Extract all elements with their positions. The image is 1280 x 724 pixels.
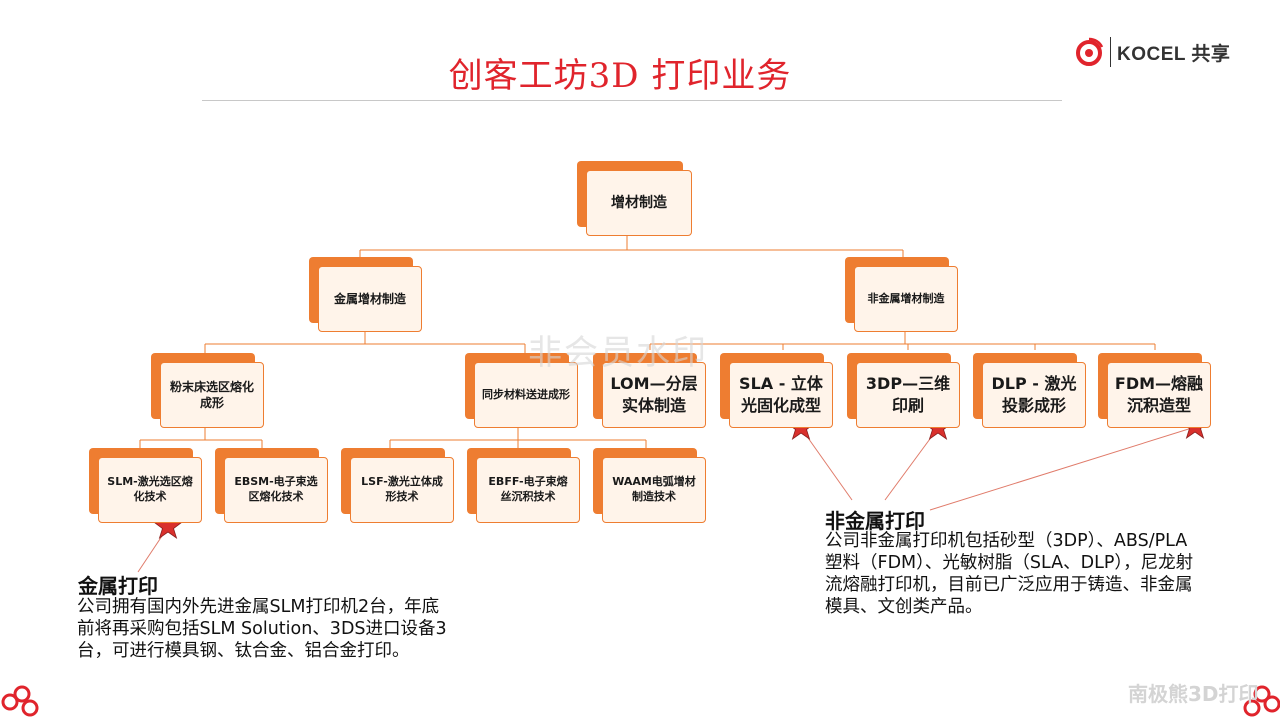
node-sla-label: SLA - 立体光固化成型 xyxy=(729,362,833,428)
node-dlp-label: DLP - 激光投影成形 xyxy=(982,362,1086,428)
node-dlp: DLP - 激光投影成形 xyxy=(973,353,1086,428)
node-fdm: FDM—熔融沉积造型 xyxy=(1098,353,1211,428)
node-sync-feed: 同步材料送进成形 xyxy=(465,353,578,428)
node-lom-label: LOM—分层实体制造 xyxy=(602,362,706,428)
node-sync-feed-label: 同步材料送进成形 xyxy=(474,362,578,428)
node-lsf-label: LSF-激光立体成形技术 xyxy=(350,457,454,523)
kocel-logo: KOCEL 共享 xyxy=(1074,36,1230,68)
node-3dp-label: 3DP—三维印刷 xyxy=(856,362,960,428)
node-powder-bed-label: 粉末床选区熔化成形 xyxy=(160,362,264,428)
node-waam: WAAM电弧增材制造技术 xyxy=(593,448,706,523)
node-ebff: EBFF-电子束熔丝沉积技术 xyxy=(467,448,580,523)
nonmetal-note-body: 公司非金属打印机包括砂型（3DP）、ABS/PLA塑料（FDM）、光敏树脂（SL… xyxy=(825,531,1194,617)
node-metal: 金属增材制造 xyxy=(309,257,422,332)
node-sla: SLA - 立体光固化成型 xyxy=(720,353,833,428)
node-powder-bed: 粉末床选区熔化成形 xyxy=(151,353,264,428)
node-ebsm: EBSM-电子束选区熔化技术 xyxy=(215,448,328,523)
logo-brand-text: KOCEL 共享 xyxy=(1117,43,1231,65)
node-lom: LOM—分层实体制造 xyxy=(593,353,706,428)
watermark-center: 非会员水印 xyxy=(528,333,708,373)
node-root: 增材制造 xyxy=(577,161,692,236)
node-lsf: LSF-激光立体成形技术 xyxy=(341,448,454,523)
node-waam-label: WAAM电弧增材制造技术 xyxy=(602,457,706,523)
logo-separator xyxy=(1110,37,1111,67)
nonmetal-note-title: 非金属打印 xyxy=(825,509,925,533)
node-ebff-label: EBFF-电子束熔丝沉积技术 xyxy=(476,457,580,523)
corner-ornament-right-icon xyxy=(1243,685,1280,717)
node-fdm-label: FDM—熔融沉积造型 xyxy=(1107,362,1211,428)
watermark-corner: 南极熊3D打印 xyxy=(1128,682,1259,706)
kocel-logo-icon xyxy=(1076,37,1104,66)
node-slm-label: SLM-激光选区熔化技术 xyxy=(98,457,202,523)
node-nonmetal-label: 非金属增材制造 xyxy=(854,266,958,332)
metal-note-body: 公司拥有国内外先进金属SLM打印机2台，年底前将再采购包括SLM Solutio… xyxy=(77,597,447,661)
page-title: 创客工坊3D 打印业务 xyxy=(448,56,792,96)
node-slm: SLM-激光选区熔化技术 xyxy=(89,448,202,523)
node-3dp: 3DP—三维印刷 xyxy=(847,353,960,428)
node-metal-label: 金属增材制造 xyxy=(318,266,422,332)
node-nonmetal: 非金属增材制造 xyxy=(845,257,958,332)
title-divider xyxy=(202,100,1062,101)
node-ebsm-label: EBSM-电子束选区熔化技术 xyxy=(224,457,328,523)
corner-ornament-left-icon xyxy=(1,685,39,717)
metal-note-title: 金属打印 xyxy=(78,574,158,598)
node-root-label: 增材制造 xyxy=(586,170,692,236)
